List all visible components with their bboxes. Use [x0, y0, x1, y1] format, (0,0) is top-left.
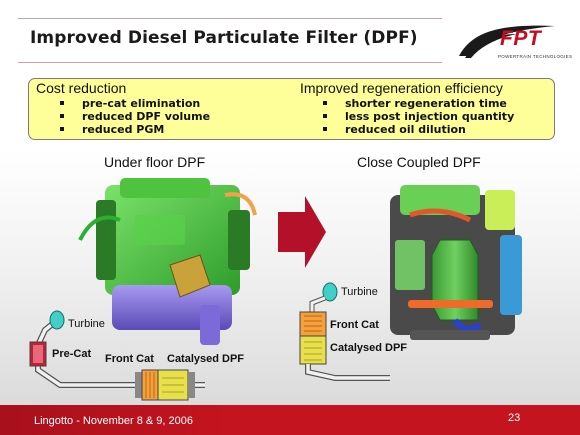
bullet-square-icon [323, 101, 327, 105]
bullet-square-icon [60, 127, 64, 131]
title-bottom-rule [18, 62, 442, 63]
regeneration-list: shorter regeneration time less post inje… [323, 97, 514, 136]
under-floor-engine-image [78, 178, 257, 345]
left-turbine-label: Turbine [68, 318, 105, 330]
list-item: shorter regeneration time [323, 97, 514, 110]
bullet-square-icon [60, 101, 64, 105]
list-item: pre-cat elimination [60, 97, 210, 110]
logo-wordmark: FPT [500, 27, 542, 50]
title-top-rule [18, 18, 442, 19]
under-floor-heading: Under floor DPF [104, 154, 206, 170]
slide-title: Improved Diesel Particulate Filter (DPF) [30, 28, 418, 48]
cost-reduction-heading: Cost reduction [36, 80, 127, 96]
benefits-box [28, 78, 555, 140]
under-floor-exhaust-line [29, 310, 205, 401]
footer-event: Lingotto - November 8 & 9, 2006 [34, 415, 193, 427]
close-coupled-engine-image [390, 185, 522, 340]
bullet-square-icon [60, 114, 64, 118]
cost-reduction-list: pre-cat elimination reduced DPF volume r… [60, 97, 210, 136]
left-catalysed-dpf-label: Catalysed DPF [167, 353, 245, 365]
right-turbine-label: Turbine [341, 286, 378, 298]
bullet-square-icon [323, 114, 327, 118]
transition-arrow-icon [278, 196, 326, 268]
list-item: reduced DPF volume [60, 110, 210, 123]
engine-illustration [29, 178, 522, 401]
footer-bar [0, 405, 580, 435]
left-pre-cat-label: Pre-Cat [52, 348, 92, 360]
right-catalysed-dpf-label: Catalysed DPF [330, 342, 408, 354]
right-front-cat-label: Front Cat [330, 319, 379, 331]
close-coupled-exhaust-line [299, 282, 390, 381]
close-coupled-heading: Close Coupled DPF [357, 154, 481, 170]
list-item: less post injection quantity [323, 110, 514, 123]
left-front-cat-label: Front Cat [105, 353, 154, 365]
list-item: reduced oil dilution [323, 123, 514, 136]
bullet-square-icon [323, 127, 327, 131]
page-number: 23 [508, 412, 521, 424]
regeneration-heading: Improved regeneration efficiency [300, 80, 503, 96]
list-item: reduced PGM [60, 123, 210, 136]
fpt-logo-icon [459, 25, 555, 58]
logo-subtitle: POWERTRAIN TECHNOLOGIES [498, 54, 573, 59]
